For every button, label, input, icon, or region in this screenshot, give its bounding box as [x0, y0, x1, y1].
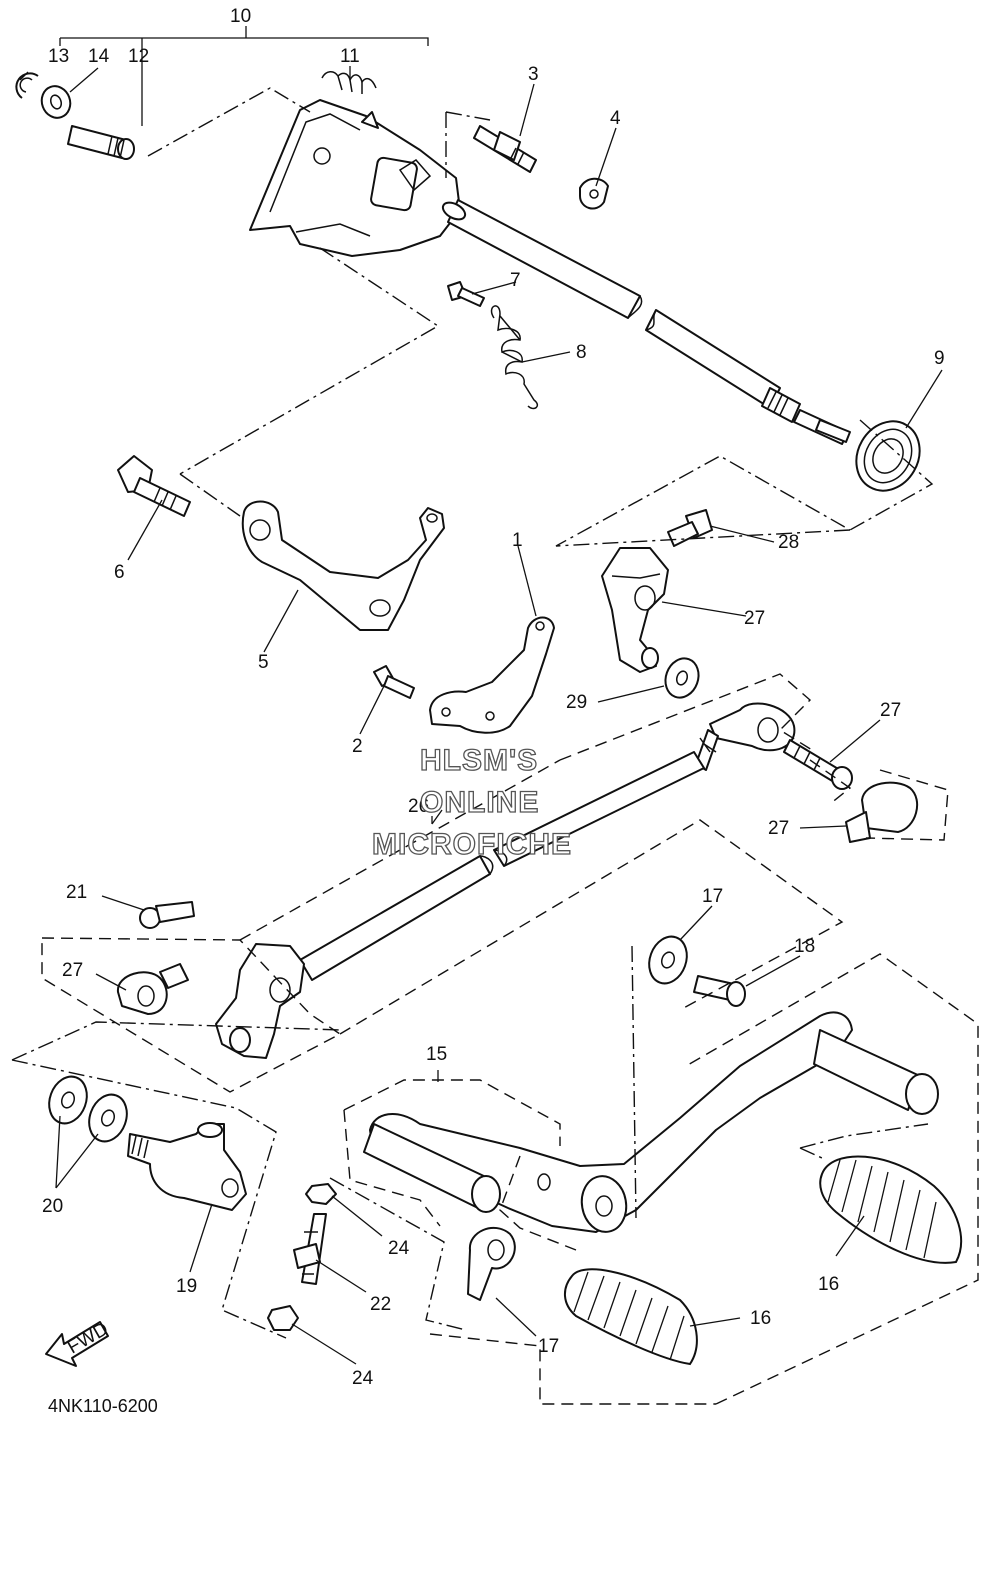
shift-clamp-arm-part [601, 547, 669, 673]
callout-13: 13 [48, 46, 69, 67]
adjuster-bolt-part [293, 1213, 327, 1285]
bolt-part [473, 125, 537, 173]
callout-6: 6 [114, 562, 125, 583]
diagram-code: 4NK110-6200 [48, 1396, 158, 1416]
callout-1: 1 [512, 530, 523, 551]
spring-part [490, 305, 539, 410]
shift-shaft-part [441, 199, 851, 445]
callout-19: 18 [794, 936, 815, 957]
callout-9: 9 [934, 348, 945, 369]
flange-bolt-part [117, 455, 191, 517]
shift-pedal-part [363, 1011, 939, 1233]
callout-29: 27 [880, 700, 901, 721]
callout-24: 24 [352, 1368, 374, 1389]
callout-8: 8 [576, 342, 587, 363]
callout-17: 17 [538, 1336, 559, 1357]
callout-4: 4 [610, 108, 621, 129]
shift-arm-part [241, 500, 445, 631]
seal-washers-part [48, 1075, 128, 1143]
rod-end-cap-part [845, 781, 919, 843]
callout-15: 15 [426, 1044, 447, 1065]
lower-clamp-bolt-part [139, 901, 195, 929]
plate-screw-part [373, 665, 415, 699]
callout-14: 14 [88, 46, 110, 67]
callout-26: 26 [408, 796, 429, 817]
clamp-bolt-part [667, 509, 713, 547]
callout-23: 22 [370, 1294, 391, 1315]
footpeg-rubber-part [564, 1268, 698, 1366]
callout-3: 3 [528, 64, 539, 85]
callout-12: 12 [128, 46, 149, 67]
pedal-bolt-part [693, 975, 746, 1007]
callout-7: 7 [510, 270, 521, 291]
callout-16-rear: 16 [818, 1274, 839, 1295]
callout-16-front: 16 [750, 1308, 771, 1329]
spring-small-part [321, 71, 377, 94]
stopper-part [579, 177, 609, 210]
watermark: HLSM'S ONLINE MICROFICHE [371, 743, 572, 861]
leader-lines [19, 66, 943, 1365]
pedal-rod-end-part [467, 1226, 516, 1301]
adjuster-nut-part [305, 1183, 337, 1205]
shift-lever-lower-part [127, 1122, 247, 1211]
callout-27-right: 27 [768, 818, 789, 839]
callout-5: 5 [258, 652, 269, 673]
shift-pin-part [67, 125, 135, 160]
callout-11: 11 [340, 46, 360, 67]
watermark-line-3: MICROFICHE [372, 828, 572, 861]
callout-10: 10 [230, 6, 251, 27]
linkage-washer-part [664, 657, 700, 699]
callout-28: 27 [744, 608, 765, 629]
watermark-line-1: HLSM'S [420, 744, 538, 777]
callout-18: 17 [702, 886, 723, 907]
circlip-part [15, 72, 39, 99]
callout-25: 24 [388, 1238, 410, 1259]
shift-rod-part [299, 702, 796, 981]
callout-2: 2 [352, 736, 363, 757]
pedal-washer-part [648, 935, 688, 985]
callout-30: 28 [778, 532, 799, 553]
shift-arm-assembly-part [249, 99, 461, 257]
rod-end-cap-left-part [116, 963, 189, 1015]
watermark-line-2: ONLINE [420, 786, 539, 819]
callout-labels: 10 13 14 12 11 3 4 7 8 9 6 5 1 2 28 27 2… [42, 6, 945, 1389]
callout-22: 21 [66, 882, 87, 903]
retainer-plate-part [429, 616, 555, 734]
callout-20: 19 [176, 1276, 197, 1297]
washer-part [40, 85, 72, 119]
oil-seal-part [855, 420, 921, 492]
callout-31: 29 [566, 692, 587, 713]
assembly-lines [11, 26, 979, 1405]
screw-part [447, 281, 485, 307]
fwd-label: FWD [64, 1319, 112, 1359]
lower-clamp-arm-part [215, 943, 305, 1059]
fwd-arrow-icon: FWD [45, 1319, 112, 1367]
callout-27-left: 27 [62, 960, 83, 981]
footpeg-rubber-rear-part [819, 1155, 963, 1264]
lock-nut-part [267, 1305, 299, 1331]
callout-21: 20 [42, 1196, 63, 1217]
